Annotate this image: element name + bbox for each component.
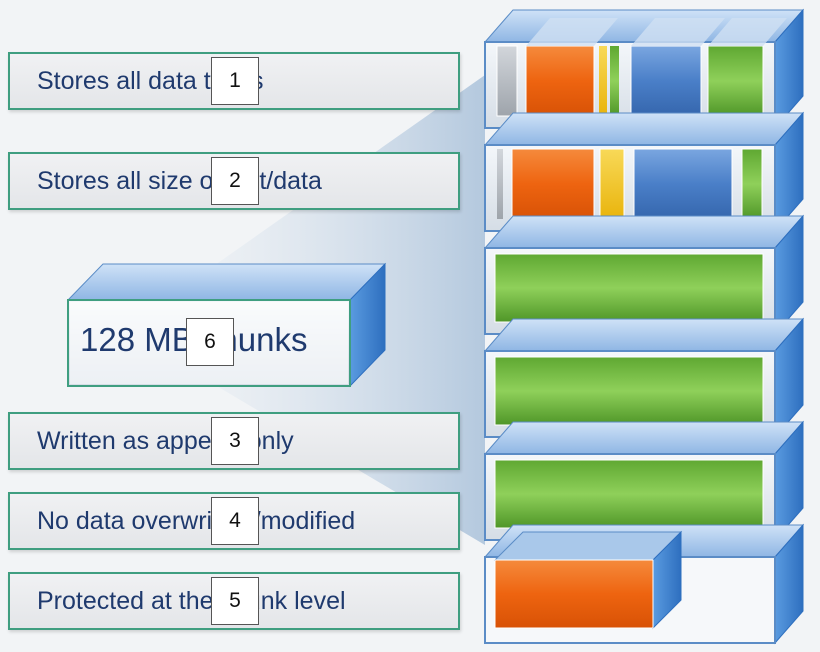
green-object	[610, 46, 619, 116]
green-object	[741, 148, 763, 220]
orange-chunk	[494, 559, 654, 629]
label-text: Protected at the chunk level	[37, 587, 346, 615]
stack-layer-2	[483, 111, 805, 233]
number-badge-3: 3	[211, 417, 259, 465]
blue-object	[633, 148, 733, 220]
stack-layer-5	[483, 420, 805, 542]
stack-layer-1	[483, 8, 805, 130]
stack-layer-3	[483, 214, 805, 336]
number-badge-6: 6	[186, 318, 234, 366]
yellow-object	[599, 46, 607, 116]
green-chunk	[494, 253, 764, 323]
label-text: No data overwritten/modified	[37, 507, 356, 535]
green-chunk	[494, 356, 764, 426]
number-badge-4: 4	[211, 497, 259, 545]
number-badge-2: 2	[211, 157, 259, 205]
orange-object	[525, 45, 595, 117]
number-badge-5: 5	[211, 577, 259, 625]
label-text: Stores all size object/data	[37, 167, 322, 195]
green-chunk	[494, 459, 764, 529]
storage-stack	[483, 8, 805, 645]
blue-object	[630, 45, 702, 117]
green-object	[707, 45, 764, 117]
gray-object	[496, 45, 518, 117]
stack-layer-4	[483, 317, 805, 439]
number-badge-1: 1	[211, 57, 259, 105]
orange-object	[511, 148, 595, 220]
gray-object	[497, 149, 503, 219]
stack-layer-6	[483, 523, 805, 645]
yellow-object	[599, 148, 625, 220]
